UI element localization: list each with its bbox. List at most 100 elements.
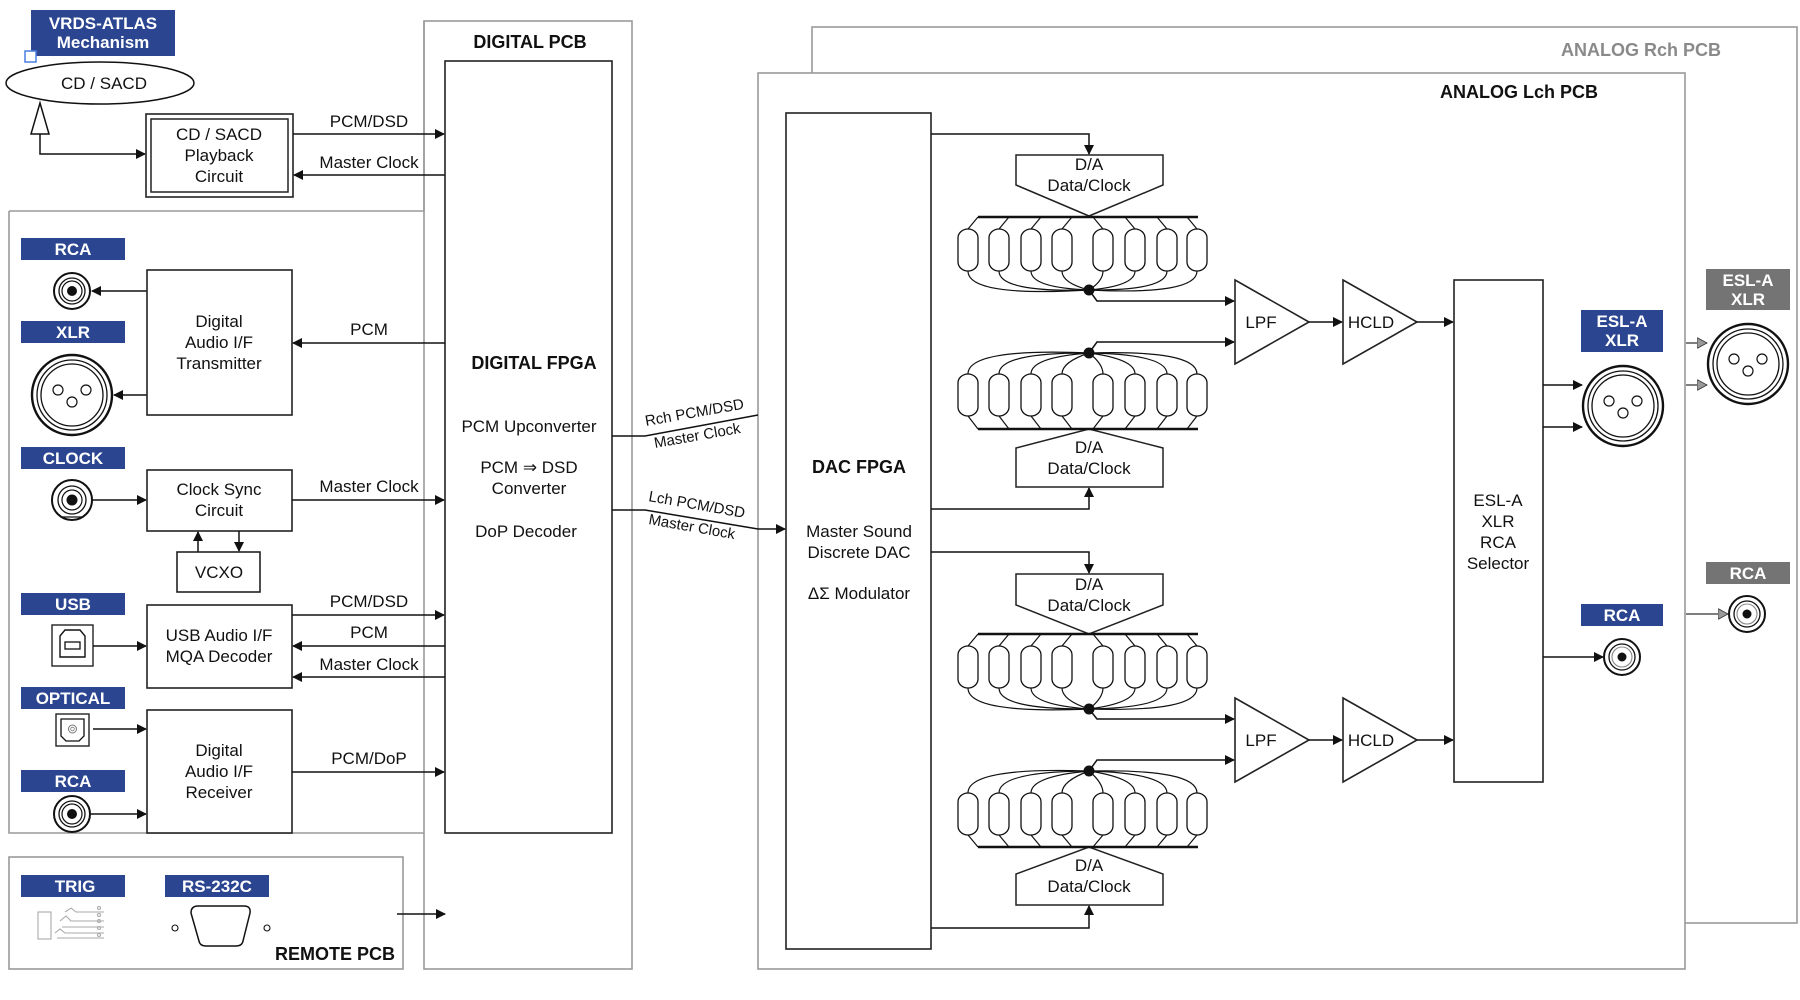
rca-out-jack-icon[interactable] — [53, 272, 91, 310]
da-tap-b-6 — [1156, 415, 1168, 430]
playback-inner — [150, 118, 289, 193]
selector-block: ESL-A XLR RCA Selector — [1453, 279, 1544, 783]
da-tap-c-7 — [1186, 633, 1198, 647]
receiver-block: Digital Audio I/F Receiver — [146, 709, 293, 834]
playback-pcm-dsd-label: PCM/DSD — [330, 112, 408, 131]
da-sum-b-1 — [998, 352, 1090, 375]
trigger-jack-icon[interactable] — [37, 905, 104, 940]
da-sum-a-5 — [1088, 270, 1136, 291]
receiver-label-3: Receiver — [185, 783, 252, 802]
da-tap-d-1 — [998, 834, 1010, 848]
rch-xlr-jack-icon[interactable] — [1706, 322, 1790, 406]
da-tap-a-6 — [1156, 216, 1168, 230]
da-tap-b-2 — [1030, 415, 1042, 430]
da-tap-c-2 — [1030, 633, 1042, 647]
da-sum-d-7 — [1088, 770, 1198, 794]
lch-xlr-jack-icon[interactable] — [1581, 364, 1665, 448]
resistor-a-7 — [1186, 228, 1208, 272]
da-b-line2: Data/Clock — [1047, 459, 1131, 478]
clock-sync-label-1: Clock Sync — [176, 480, 262, 499]
rs232c-badge-label: RS-232C — [182, 877, 252, 896]
rca-out-badge-bg — [21, 238, 125, 260]
usb-pcm-dsd-label: PCM/DSD — [330, 592, 408, 611]
usb-decoder-label-1: USB Audio I/F — [166, 626, 273, 645]
da-tap-a-3 — [1061, 216, 1073, 230]
analog-lch-pcb-title: ANALOG Lch PCB — [1440, 82, 1598, 102]
rch-xlr-badge-bg — [1706, 269, 1790, 310]
rch-rca-jack-icon[interactable] — [1728, 595, 1766, 633]
da-sum-c-5 — [1088, 687, 1136, 710]
rca-in-jack-icon[interactable] — [53, 795, 91, 833]
lpf-lower: LPF — [1234, 696, 1311, 784]
remote-pcb: REMOTE PCB — [8, 856, 404, 970]
fpga-function-upconverter: PCM Upconverter — [461, 417, 596, 436]
xlr-out-badge: XLR — [21, 321, 125, 343]
da-tap-a-1 — [998, 216, 1010, 230]
resistor-c-0 — [957, 645, 979, 689]
da-sum-b-6 — [1088, 352, 1168, 375]
da-block-c-label: D/A Data/Clock — [1047, 575, 1131, 615]
bank-d-to-lpf-arrow — [1088, 755, 1235, 772]
rca-out-badge-label: RCA — [55, 240, 92, 259]
da-sum-b-7 — [1088, 352, 1198, 375]
usb-b-port-icon[interactable] — [51, 624, 94, 667]
da-tap-a-5 — [1124, 216, 1136, 230]
usb-master-clock-label: Master Clock — [319, 655, 419, 674]
clock-bnc-jack-icon[interactable] — [51, 479, 93, 521]
da-block-b — [1015, 428, 1164, 488]
da-tap-a-7 — [1186, 216, 1198, 230]
db9-port-icon[interactable] — [171, 905, 271, 947]
rca-in-badge: RCA — [21, 770, 125, 792]
dac-feed-b — [931, 487, 1094, 510]
vcxo-block: VCXO — [176, 551, 261, 593]
da-tap-c-3 — [1061, 633, 1073, 647]
da-tap-c-0 — [967, 633, 979, 647]
resistor-b-7 — [1186, 373, 1208, 417]
dac-function-delta-sigma: ΔΣ Modulator — [808, 584, 911, 603]
vcxo-box — [176, 551, 261, 593]
dac-fpga-block: DAC FPGA Master Sound Discrete DAC ΔΣ Mo… — [785, 112, 932, 950]
da-sum-d-5 — [1088, 770, 1136, 794]
digital-fpga-box — [444, 60, 613, 834]
selection-handle-icon[interactable] — [24, 50, 37, 63]
da-block-c — [1015, 573, 1164, 635]
transmitter-signal-label: PCM — [350, 320, 388, 339]
rch-xlr-badge: ESL-A XLR — [1706, 269, 1790, 310]
dac-function-master-sound: Master Sound — [806, 522, 912, 541]
resistor-d-2 — [1020, 792, 1042, 836]
da-c-line1: D/A — [1075, 575, 1104, 594]
lch-rca-jack-icon[interactable] — [1603, 638, 1641, 676]
lch-xlr-badge-bg — [1581, 310, 1663, 352]
resistor-a-1 — [988, 228, 1010, 272]
xlr-out-jack-icon[interactable] — [30, 353, 114, 437]
selector-label-2: XLR — [1481, 512, 1514, 531]
da-sum-a-6 — [1088, 270, 1168, 291]
da-tap-b-5 — [1124, 415, 1136, 430]
da-block-a — [1015, 154, 1164, 217]
disc-ellipse — [5, 61, 195, 105]
resistor-b-2 — [1020, 373, 1042, 417]
da-block-b-label: D/A Data/Clock — [1047, 438, 1131, 478]
optical-port-icon[interactable] — [55, 713, 90, 747]
dac-function-discrete-dac: Discrete DAC — [808, 543, 911, 562]
remote-pcb-border — [8, 856, 404, 970]
playback-master-clock-label: Master Clock — [319, 153, 419, 172]
receiver-label-2: Audio I/F — [185, 762, 253, 781]
remote-pcb-title: REMOTE PCB — [275, 944, 395, 964]
receiver-label-1: Digital — [195, 741, 242, 760]
digital-pcb: DIGITAL PCB — [423, 20, 633, 970]
dac-fpga-box — [785, 112, 932, 950]
vrds-atlas-badge: VRDS-ATLAS Mechanism — [24, 10, 175, 63]
transmitter-label-1: Digital — [195, 312, 242, 331]
digital-pcb-border — [423, 20, 633, 970]
playback-label-2: Playback — [185, 146, 254, 165]
selector-box — [1453, 279, 1544, 783]
da-block-d — [1015, 846, 1164, 906]
resistor-a-4 — [1092, 228, 1114, 272]
lpf-upper: LPF — [1234, 278, 1311, 366]
lch-rca-badge: RCA — [1581, 604, 1663, 626]
transmitter-block: Digital Audio I/F Transmitter — [146, 269, 293, 416]
resistor-d-6 — [1156, 792, 1178, 836]
da-tap-d-5 — [1124, 834, 1136, 848]
